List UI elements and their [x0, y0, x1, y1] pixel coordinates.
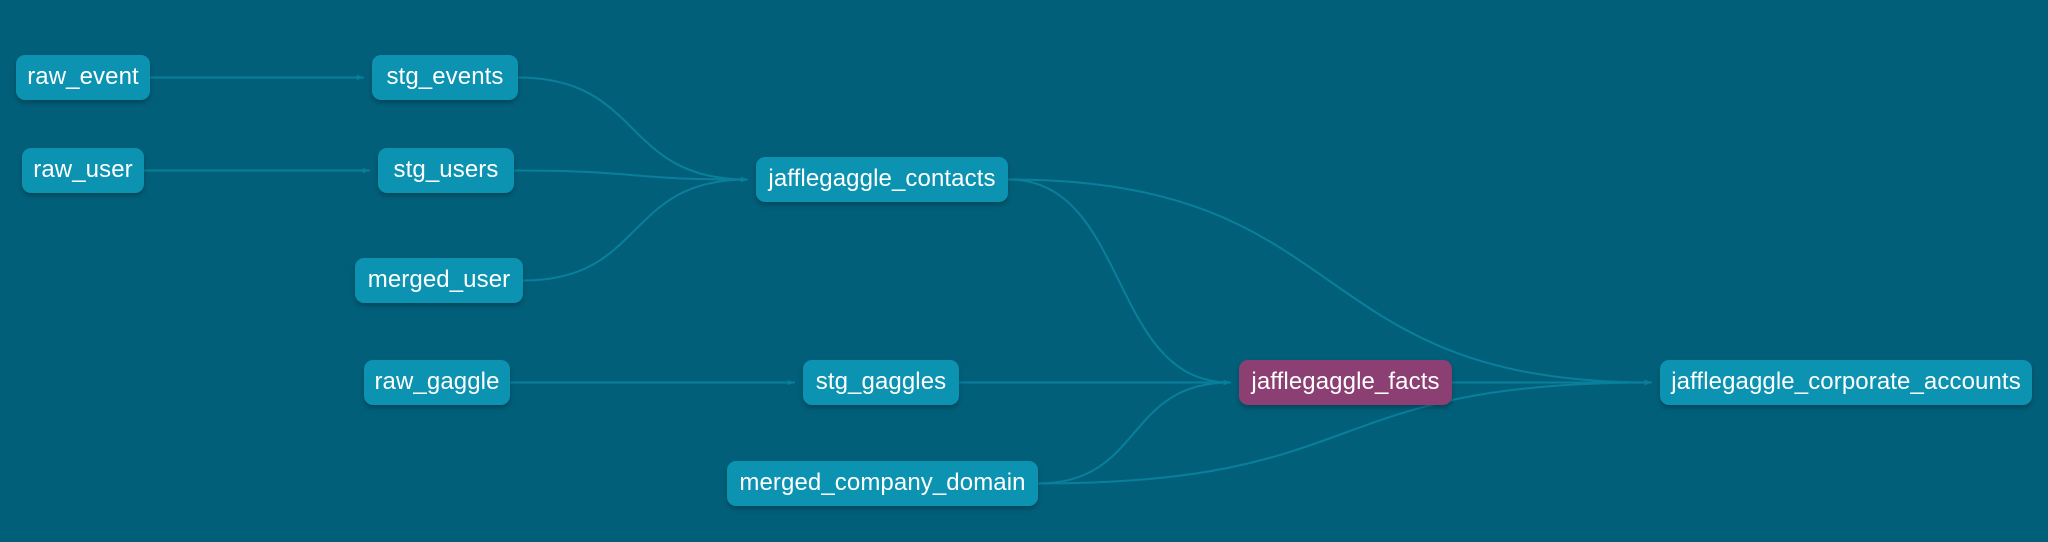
edge-merged_company_domain-to-jafflegaggle_facts	[1037, 379, 1231, 485]
graph-node-label: stg_gaggles	[815, 367, 947, 395]
graph-node-jafflegaggle_facts[interactable]: jafflegaggle_facts	[1239, 360, 1452, 405]
edge-merged_user-to-jafflegaggle_contacts	[522, 176, 748, 282]
graph-node-stg_events[interactable]: stg_events	[372, 55, 518, 100]
graph-node-label: merged_user	[367, 265, 511, 293]
edge-stg_events-to-jafflegaggle_contacts	[517, 76, 748, 183]
edge-jafflegaggle_contacts-to-jafflegaggle_facts	[1007, 178, 1231, 386]
graph-node-label: raw_event	[27, 62, 139, 90]
graph-node-label: merged_company_domain	[739, 468, 1026, 496]
graph-node-raw_event[interactable]: raw_event	[16, 55, 150, 100]
graph-node-label: stg_users	[393, 155, 499, 183]
graph-node-label: jafflegaggle_corporate_accounts	[1671, 367, 2021, 395]
graph-node-raw_gaggle[interactable]: raw_gaggle	[364, 360, 510, 405]
edge-stg_users-to-jafflegaggle_contacts	[513, 169, 748, 183]
graph-node-jafflegaggle_contacts[interactable]: jafflegaggle_contacts	[756, 157, 1008, 202]
graph-node-label: raw_gaggle	[374, 367, 500, 395]
graph-node-label: raw_user	[33, 155, 133, 183]
edge-jafflegaggle_contacts-to-jafflegaggle_corporate_accounts	[1007, 178, 1652, 386]
graph-node-merged_company_domain[interactable]: merged_company_domain	[727, 461, 1038, 506]
graph-node-raw_user[interactable]: raw_user	[22, 148, 144, 193]
graph-node-merged_user[interactable]: merged_user	[355, 258, 523, 303]
graph-node-jafflegaggle_corporate_accounts[interactable]: jafflegaggle_corporate_accounts	[1660, 360, 2032, 405]
graph-node-label: jafflegaggle_facts	[1251, 367, 1440, 395]
graph-node-stg_gaggles[interactable]: stg_gaggles	[803, 360, 959, 405]
graph-node-label: stg_events	[386, 62, 504, 90]
graph-node-stg_users[interactable]: stg_users	[378, 148, 514, 193]
graph-node-label: jafflegaggle_contacts	[768, 164, 996, 192]
